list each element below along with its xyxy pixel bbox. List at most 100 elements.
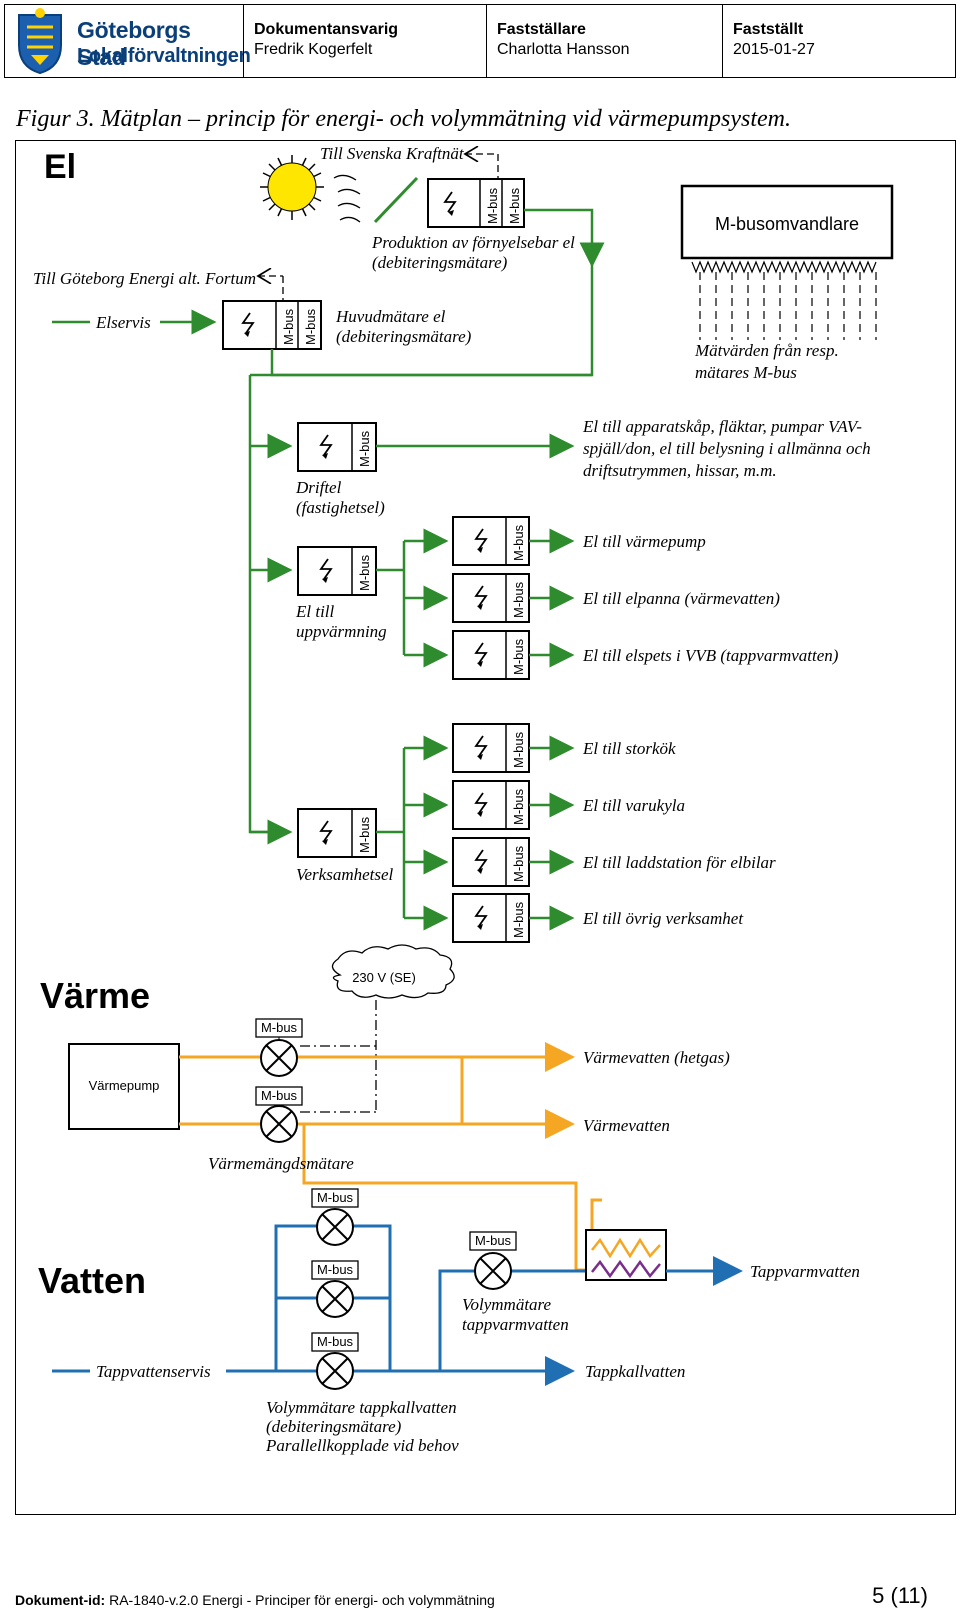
lightning-icon: [474, 735, 488, 757]
cooling-label: El till varukyla: [582, 796, 685, 815]
boiler-meter: M-bus: [452, 573, 530, 623]
diagram-frame: [15, 140, 956, 1515]
driftel-label-2: (fastighetsel): [296, 498, 385, 517]
mbus-label: M-bus: [357, 816, 372, 853]
varme-heading: Värme: [40, 975, 150, 1016]
mbus-label: M-bus: [511, 638, 526, 675]
heating-water-energy-meter: M-bus: [255, 1086, 303, 1143]
header-responsible: Dokumentansvarig Fredrik Kogerfelt: [243, 5, 486, 77]
approver-label: Fastställare: [497, 21, 586, 38]
mbus-label: M-bus: [261, 1020, 298, 1035]
mbus-label: M-bus: [261, 1088, 298, 1103]
header-approver: Fastställare Charlotta Hansson: [486, 5, 722, 77]
heat-pump-meter: M-bus: [452, 516, 530, 566]
label-goteborg-energi: Till Göteborg Energi alt. Fortum: [33, 269, 256, 288]
production-label-1: Produktion av förnyelsebar el: [371, 233, 575, 252]
approved-date: 2015-01-27: [733, 41, 815, 58]
apparatus-label-1: El till apparatskåp, fläktar, pumpar VAV…: [582, 417, 862, 436]
doc-id-label: Dokument-id:: [15, 1592, 106, 1608]
hot-gas-label: Värmevatten (hetgas): [583, 1048, 730, 1067]
logo-text-department: Lokalförvaltningen: [77, 45, 251, 67]
apparatus-label-3: driftsutrymmen, hissar, m.m.: [583, 461, 777, 480]
business-meter: M-bus: [297, 808, 377, 858]
cold-water-meter-3: M-bus: [311, 1332, 359, 1390]
mbus-converter-label: M-busomvandlare: [715, 214, 859, 234]
heating-meter: M-bus: [297, 546, 377, 596]
vvb-meter: M-bus: [452, 630, 530, 680]
other-meter: M-bus: [452, 893, 530, 943]
mbus-label: M-bus: [511, 524, 526, 561]
lightning-icon: [474, 792, 488, 814]
mbus-label: M-bus: [475, 1233, 512, 1248]
vol-hot-label-1: Volymmätare: [462, 1295, 552, 1314]
logo-text-city: Göteborgs Stad: [77, 17, 191, 70]
mbus-label: M-bus: [511, 581, 526, 618]
header-approved: Fastställt 2015-01-27: [722, 5, 955, 77]
lightning-icon: [319, 820, 333, 842]
readings-label-1: Mätvärden från resp.: [694, 341, 839, 360]
lightning-icon: [474, 905, 488, 927]
vol-cold-label-1: Volymmätare tappkallvatten: [266, 1398, 457, 1417]
mbus-label: M-bus: [317, 1190, 354, 1205]
mbus-label: M-bus: [281, 308, 296, 345]
heating-label-1: El till: [295, 602, 335, 621]
solar-panel-icon: [373, 176, 419, 224]
cooling-meter: M-bus: [452, 780, 530, 830]
cold-water-meter-2: M-bus: [311, 1260, 359, 1318]
cloud-icon: [331, 944, 455, 999]
vol-hot-label-2: tappvarmvatten: [462, 1315, 569, 1334]
mbus-label: M-bus: [357, 554, 372, 591]
mbus-label: M-bus: [511, 731, 526, 768]
production-meter: M-bus M-bus: [427, 178, 525, 228]
doc-id: RA-1840-v.2.0 Energi - Principer för ene…: [109, 1592, 495, 1608]
driftel-label-1: Driftel: [295, 478, 342, 497]
label-svenska-kraftnat: Till Svenska Kraftnät: [320, 144, 465, 163]
heat-pump-box-label: Värmepump: [89, 1078, 160, 1093]
apparatus-label-2: spjäll/don, el till belysning i allmänna…: [583, 439, 871, 458]
cloud-label: 230 V (SE): [352, 970, 416, 985]
figure-title: Figur 3. Mätplan – princip för energi- o…: [16, 106, 791, 132]
approved-label: Fastställt: [733, 21, 804, 38]
hot-water-label: Tappvarmvatten: [750, 1262, 860, 1281]
mbus-label: M-bus: [317, 1334, 354, 1349]
energy-meter-label: Värmemängdsmätare: [208, 1154, 354, 1173]
vvb-label: El till elspets i VVB (tappvarmvatten): [582, 646, 839, 665]
lightning-icon: [443, 191, 457, 213]
el-heading: El: [44, 148, 76, 186]
hot-gas-energy-meter: M-bus: [255, 1018, 303, 1077]
document-footer: Dokument-id: RA-1840-v.2.0 Energi - Prin…: [15, 1592, 495, 1608]
mbus-label: M-bus: [507, 187, 522, 224]
mbus-label: M-bus: [303, 308, 318, 345]
mbus-label: M-bus: [485, 187, 500, 224]
driftel-meter: M-bus: [297, 422, 377, 472]
lightning-icon: [319, 558, 333, 580]
lightning-icon: [241, 312, 255, 334]
production-label-2: (debiteringsmätare): [372, 253, 508, 272]
page-number: 5 (11): [872, 1583, 928, 1608]
water-heater-tank: [585, 1229, 667, 1281]
logo: Göteborgs Stad Lokalförvaltningen: [5, 5, 251, 77]
kitchen-meter: M-bus: [452, 723, 530, 773]
responsible-name: Fredrik Kogerfelt: [254, 41, 373, 58]
mbus-converter: [680, 184, 894, 260]
charging-meter: M-bus: [452, 837, 530, 887]
heat-pump-box: [68, 1043, 180, 1130]
mbus-label: M-bus: [317, 1262, 354, 1277]
lightning-icon: [474, 849, 488, 871]
document-header: Göteborgs Stad Lokalförvaltningen Dokume…: [4, 4, 956, 78]
mbus-label: M-bus: [511, 845, 526, 882]
mbus-label: M-bus: [511, 788, 526, 825]
city-crest-icon: [18, 8, 62, 75]
vatten-heading: Vatten: [38, 1260, 146, 1301]
mbus-inputs: [691, 260, 877, 340]
mbus-label: M-bus: [357, 430, 372, 467]
main-meter: M-bus M-bus: [222, 300, 322, 350]
label-elservis: Elservis: [95, 313, 151, 332]
vol-cold-label-2: (debiteringsmätare): [266, 1417, 402, 1436]
main-meter-label-1: Huvudmätare el: [335, 307, 446, 326]
lightning-icon: [474, 585, 488, 607]
lightning-icon: [474, 642, 488, 664]
heating-label-2: uppvärmning: [296, 622, 387, 641]
cold-water-meter-1: M-bus: [311, 1188, 359, 1246]
